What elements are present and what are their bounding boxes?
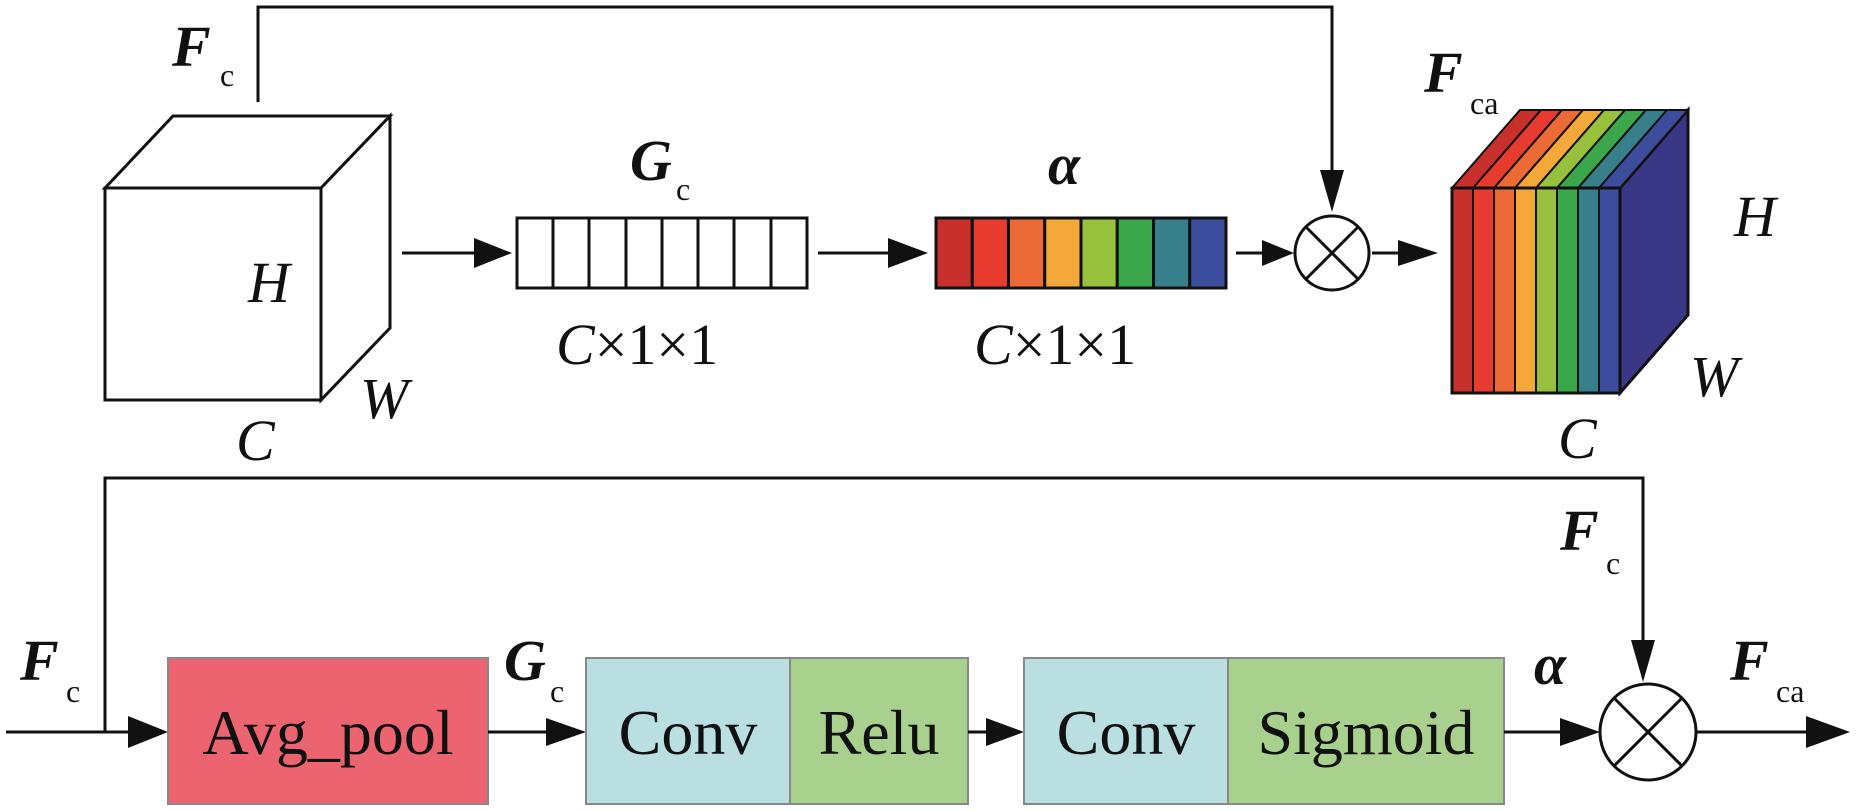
output-cube-outline [1450,186,1622,395]
bottom-skip-sub: c [1606,545,1620,581]
top-gc-label: G [630,128,672,193]
top-alpha-label: α [1048,132,1081,197]
sigmoid-box [1227,657,1505,805]
bottom-skip-line [103,476,1645,732]
alpha-cell [1007,216,1047,290]
output-cube-front-slice [1493,187,1516,394]
alpha-vector [934,216,1228,290]
bottom-skip-arrowhead [1631,640,1655,682]
avg-pool-label: Avg_pool [202,697,453,768]
alpha-cell [970,216,1010,290]
bottom-output-label: F [1729,628,1769,693]
alpha-cell [1115,216,1155,290]
bottom-output-arrowhead [1806,716,1850,748]
arrow-alpha-to-mult-head [1262,240,1294,266]
top-input-sub: c [220,57,234,93]
arrow-gc-to-alpha-head [888,238,928,268]
gc-vector [515,216,809,290]
top-skip-arrowhead [1320,170,1344,212]
arrow-sigmoid-to-mult-head [1560,718,1600,746]
alpha-cell [934,216,974,290]
output-cube-front-slice [1577,187,1600,394]
cube-w-label: W [360,366,413,431]
alpha-cell [1152,216,1192,290]
arrow-mult-to-output-head [1398,240,1438,266]
output-cube-front-slice [1514,187,1537,394]
bottom-input-sub: c [66,673,80,709]
bottom-input-label: F [19,628,59,693]
output-cube-front-slice [1451,187,1474,394]
gc-dim-label: C×1×1 [556,312,718,377]
top-skip-line [256,5,1334,170]
out-h-label: H [1733,184,1779,249]
relu-label: Relu [819,697,940,768]
bottom-alpha-label: α [1534,632,1567,697]
output-cube-front-slice [1556,187,1579,394]
arrow-pool-to-conv-head [546,718,586,746]
alpha-cell [1079,216,1119,290]
arrow-relu-to-conv-head [986,718,1024,746]
output-cube-front-slice [1598,187,1621,394]
avg-pool-box [167,657,489,805]
top-output-sub: ca [1470,85,1498,121]
bottom-skip-label: F [1559,498,1599,563]
alpha-dim-label: C×1×1 [974,312,1136,377]
cube-h-label: H [247,250,293,315]
output-cube [1449,105,1691,398]
input-cube [101,112,394,404]
top-input-label: F [171,14,211,79]
conv1-label: Conv [619,697,758,768]
relu-box [789,657,969,805]
bottom-gc-label: G [504,628,546,693]
sigmoid-label: Sigmoid [1258,697,1475,768]
conv2-label: Conv [1057,697,1196,768]
output-cube-front-slice [1535,187,1558,394]
conv2-box [1023,657,1229,805]
bottom-output-sub: ca [1776,673,1804,709]
alpha-cell [1043,216,1083,290]
alpha-cell [1188,216,1228,290]
bottom-multiply-icon [1598,682,1698,782]
bottom-gc-sub: c [550,673,564,709]
bottom-input-arrowhead [128,716,168,748]
top-gc-sub: c [676,171,690,207]
conv1-box [585,657,791,805]
out-w-label: W [1690,344,1743,409]
cube-c-label: C [236,408,276,473]
output-cube-front-slice [1472,187,1495,394]
top-multiply-icon [1293,214,1371,292]
arrow-cube-to-gc-head [474,238,512,268]
out-c-label: C [1558,406,1598,471]
top-output-label: F [1423,40,1463,105]
